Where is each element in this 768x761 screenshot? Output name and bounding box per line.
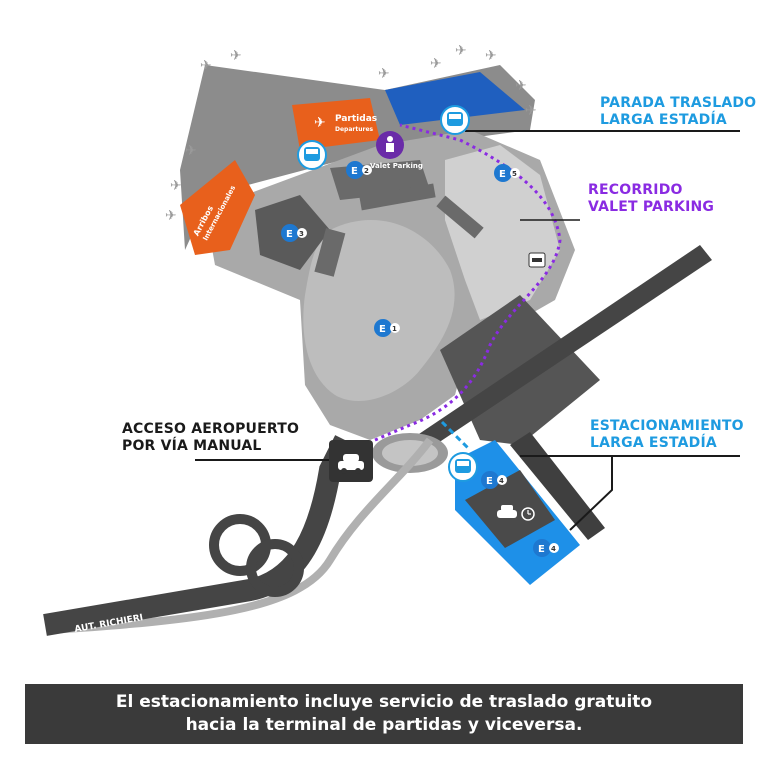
parking-strip-lower bbox=[510, 432, 605, 540]
departures-label: Departures bbox=[335, 126, 374, 133]
footer-line: hacia la terminal de partidas y vicevers… bbox=[185, 715, 583, 735]
highway bbox=[410, 245, 712, 455]
svg-text:✈: ✈ bbox=[230, 48, 242, 64]
parking-badge-e3: E 3 bbox=[281, 224, 307, 242]
valet-parking-route bbox=[374, 123, 562, 442]
bus-icon bbox=[440, 105, 470, 135]
parking-badge-e4: E 4 bbox=[481, 471, 507, 489]
label-line: ESTACIONAMIENTO bbox=[590, 418, 744, 434]
bus-icon bbox=[297, 140, 327, 170]
valet-label: Valet Parking bbox=[370, 162, 423, 170]
car-icon bbox=[497, 505, 517, 518]
parking-badge-e4: E 4 bbox=[533, 539, 559, 557]
svg-text:5: 5 bbox=[512, 170, 517, 178]
svg-text:✈: ✈ bbox=[430, 56, 442, 72]
recorrido-valet-label: RECORRIDO VALET PARKING bbox=[588, 182, 714, 216]
long-term-terminal-section bbox=[385, 72, 525, 125]
svg-text:✈: ✈ bbox=[170, 178, 182, 194]
svg-text:2: 2 bbox=[364, 167, 369, 175]
central-roundabout bbox=[303, 219, 455, 401]
svg-text:✈: ✈ bbox=[455, 43, 467, 59]
svg-text:✈: ✈ bbox=[185, 143, 197, 159]
svg-text:3: 3 bbox=[299, 230, 304, 238]
leader-line bbox=[569, 456, 613, 531]
partidas-building bbox=[292, 98, 380, 150]
manual-access-car-icon bbox=[329, 440, 373, 482]
label-line: POR VÍA MANUAL bbox=[122, 438, 262, 454]
svg-text:✈: ✈ bbox=[165, 208, 177, 224]
parking-strip bbox=[436, 195, 484, 239]
richieri-highway bbox=[43, 435, 355, 636]
footer-banner: El estacionamiento incluye servicio de t… bbox=[25, 684, 743, 744]
valet-icon bbox=[376, 131, 404, 159]
svg-text:✈: ✈ bbox=[485, 48, 497, 64]
svg-text:✈: ✈ bbox=[200, 58, 212, 74]
shuttle-route bbox=[440, 420, 472, 452]
svg-text:E: E bbox=[351, 166, 358, 177]
svg-text:E: E bbox=[286, 229, 293, 240]
parking-badge-e2: E 2 bbox=[346, 161, 372, 179]
svg-text:✈: ✈ bbox=[525, 103, 537, 119]
ticket-icon bbox=[528, 252, 546, 268]
svg-text:4: 4 bbox=[551, 545, 556, 553]
arribos-building bbox=[180, 160, 255, 255]
label-line: LARGA ESTADÍA bbox=[600, 112, 727, 128]
footer-line: El estacionamiento incluye servicio de t… bbox=[115, 692, 653, 712]
label-line: RECORRIDO bbox=[588, 182, 683, 198]
ramp-road bbox=[49, 437, 434, 634]
airport-map: ✈✈✈ ✈✈✈ ✈✈✈ ✈✈ Valet Parking ✈ Partidas … bbox=[43, 43, 740, 636]
bus-icon bbox=[448, 452, 478, 482]
parking-badge-e5: E 5 bbox=[494, 164, 520, 182]
svg-text:E: E bbox=[538, 544, 545, 555]
acceso-aeropuerto-label: ACCESO AEROPUERTO POR VÍA MANUAL bbox=[122, 421, 299, 455]
svg-text:✈: ✈ bbox=[314, 115, 326, 131]
parada-traslado-label: PARADA TRASLADO LARGA ESTADÍA bbox=[600, 95, 756, 129]
svg-text:E: E bbox=[379, 324, 386, 335]
estacionamiento-label: ESTACIONAMIENTO LARGA ESTADÍA bbox=[590, 418, 744, 452]
departures-icon: ✈ bbox=[314, 115, 326, 131]
svg-text:E: E bbox=[499, 169, 506, 180]
svg-text:4: 4 bbox=[499, 477, 504, 485]
tree-icons: ✈ ✈ ✈ ✈ ✈ ✈ ✈ ✈ ✈ ✈ ✈ bbox=[165, 43, 537, 224]
svg-text:1: 1 bbox=[392, 325, 397, 333]
parking-strip bbox=[314, 228, 346, 277]
label-line: VALET PARKING bbox=[588, 199, 715, 215]
svg-text:✈: ✈ bbox=[515, 78, 527, 94]
svg-text:✈: ✈ bbox=[378, 66, 390, 82]
cloverleaf-loop bbox=[246, 539, 304, 597]
parking-strip bbox=[359, 183, 436, 211]
svg-text:E: E bbox=[486, 476, 493, 487]
label-line: ACCESO AEROPUERTO bbox=[122, 421, 300, 437]
clock-icon bbox=[521, 507, 535, 521]
partidas-label: Partidas bbox=[335, 114, 377, 124]
parking-badge-e1: E 1 bbox=[374, 319, 400, 337]
label-line: PARADA TRASLADO bbox=[600, 95, 757, 111]
label-line: LARGA ESTADÍA bbox=[590, 435, 717, 451]
